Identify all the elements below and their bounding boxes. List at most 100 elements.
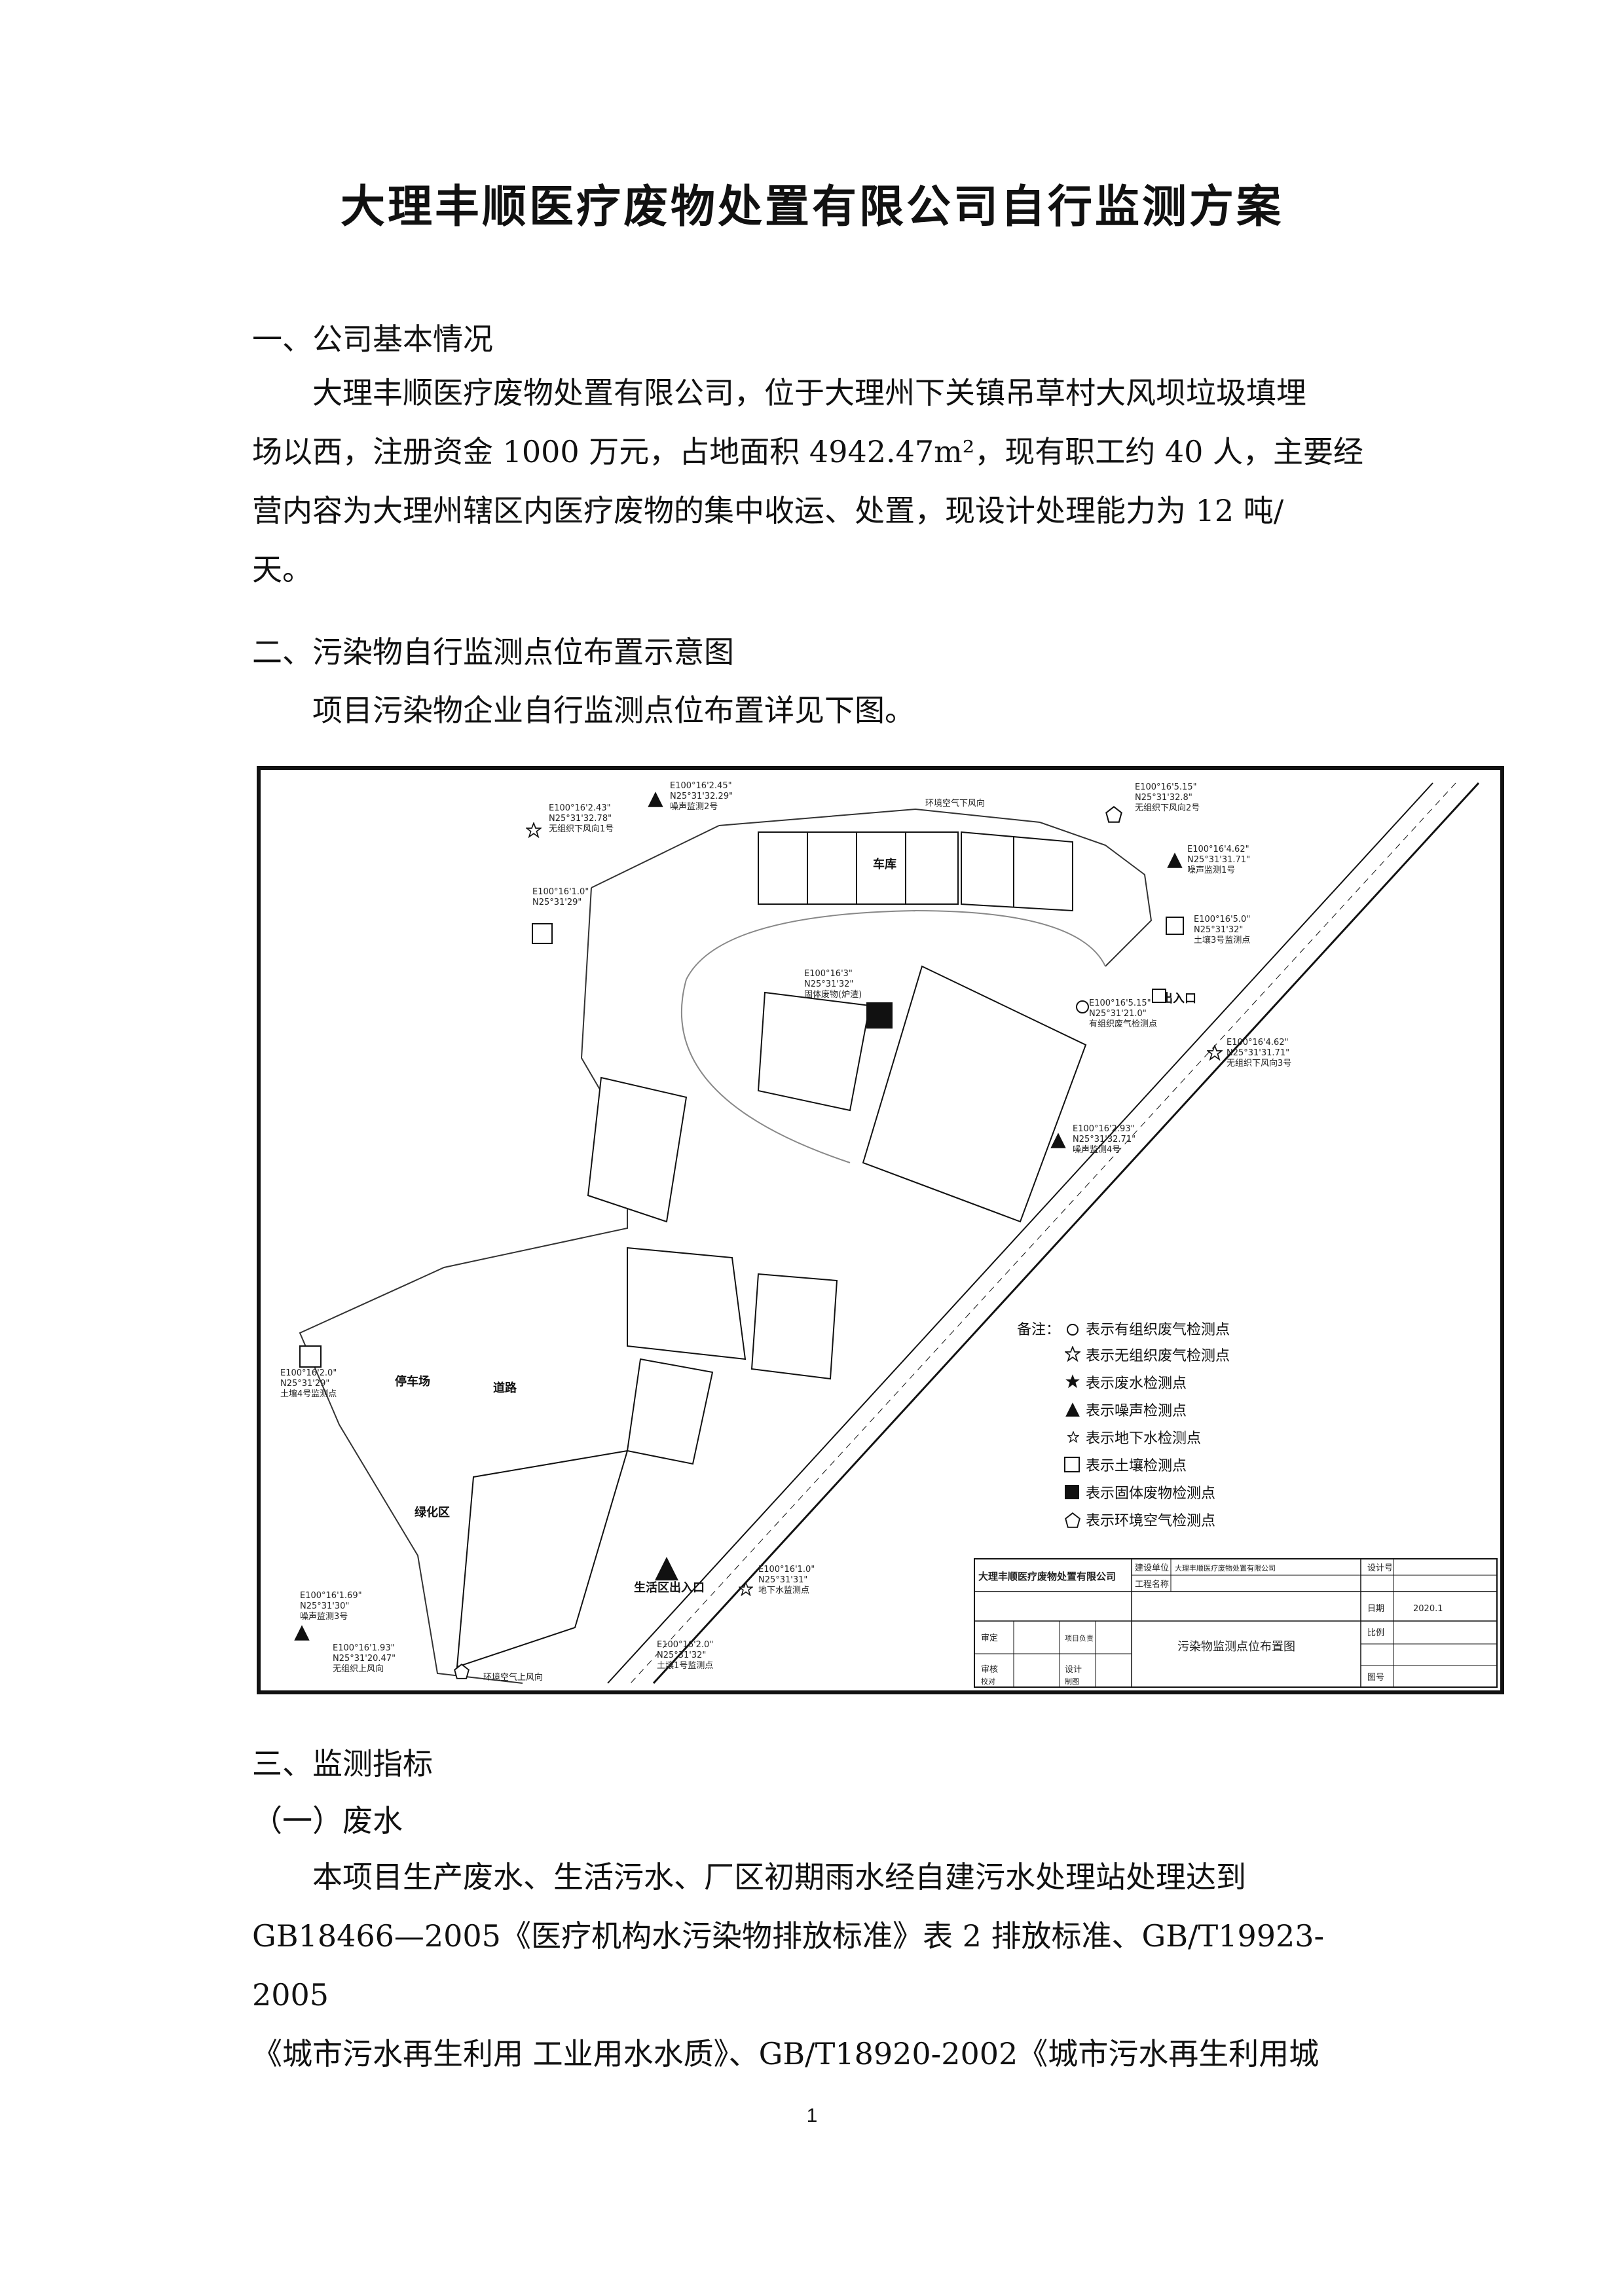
svg-text:大理丰顺医疗废物处置有限公司: 大理丰顺医疗废物处置有限公司 xyxy=(978,1571,1116,1582)
svg-text:N25°31'32": N25°31'32" xyxy=(804,979,853,989)
noise-point-icon xyxy=(655,1557,678,1580)
section2-body: 项目污染物企业自行监测点位布置详见下图。 xyxy=(252,681,1378,740)
section3-line3: 《城市污水再生利用 工业用水水质》、GB/T18920-2002《城市污水再生利… xyxy=(252,2036,1320,2071)
svg-text:E100°16'5.15": E100°16'5.15" xyxy=(1135,782,1197,792)
map-label-parking: 停车场 xyxy=(395,1374,430,1389)
point-2: E100°16'2.43" N25°31'32.78" 无组织下风向1号 xyxy=(526,803,614,838)
section2-heading: 二、污染物自行监测点位布置示意图 xyxy=(252,634,734,670)
section1-line1: 大理丰顺医疗废物处置有限公司，位于大理州下关镇吊草村大风坝垃圾填埋 xyxy=(312,375,1306,410)
svg-text:E100°16'3": E100°16'3" xyxy=(804,969,853,979)
map-label-life-exit: 生活区出入口 xyxy=(634,1580,705,1595)
section1-line3: 营内容为大理州辖区内医疗废物的集中收运、处置，现设计处理能力为 12 吨/ xyxy=(252,493,1284,528)
svg-text:E100°16'1.0": E100°16'1.0" xyxy=(532,887,589,897)
svg-text:N25°31'29": N25°31'29" xyxy=(532,898,581,907)
page-number: 1 xyxy=(806,2105,818,2126)
stack-gas-icon xyxy=(1076,1000,1089,1013)
noise-point-icon xyxy=(648,792,663,807)
svg-text:表示噪声检测点: 表示噪声检测点 xyxy=(1086,1403,1187,1419)
section2-line1: 项目污染物企业自行监测点位布置详见下图。 xyxy=(312,693,915,728)
svg-text:E100°16'2.93": E100°16'2.93" xyxy=(1073,1124,1135,1134)
point-6: E100°16'5.0" N25°31'32" 土壤3号监测点 xyxy=(1166,915,1250,945)
svg-text:制图: 制图 xyxy=(1065,1677,1079,1686)
groundwater-icon xyxy=(739,1582,753,1596)
svg-text:审定: 审定 xyxy=(981,1633,998,1643)
section3-line2: GB18466—2005《医疗机构水污染物排放标准》表 2 排放标准、GB/T1… xyxy=(252,1918,1325,2013)
exit-marker xyxy=(1152,989,1166,1003)
svg-text:设计: 设计 xyxy=(1065,1665,1082,1675)
svg-text:污染物监测点位布置图: 污染物监测点位布置图 xyxy=(1177,1640,1295,1654)
svg-text:E100°16'4.62": E100°16'4.62" xyxy=(1227,1038,1289,1048)
star-icon xyxy=(1065,1374,1080,1389)
svg-text:表示地下水检测点: 表示地下水检测点 xyxy=(1086,1430,1201,1447)
section3-sub1: （一）废水 xyxy=(252,1803,403,1838)
pentagon-icon xyxy=(1065,1512,1080,1528)
buildings xyxy=(456,831,1087,1668)
point-14: E100°16'1.93" N25°31'20.47" 无组织上风向 xyxy=(333,1643,470,1679)
svg-text:表示固体废物检测点: 表示固体废物检测点 xyxy=(1086,1485,1215,1502)
point-10: E100°16'2.93" N25°31'32.71" 噪声监测4号 xyxy=(1050,1124,1135,1155)
svg-text:N25°31'29": N25°31'29" xyxy=(280,1379,329,1389)
svg-text:E100°16'5.15": E100°16'5.15" xyxy=(1089,998,1151,1008)
svg-text:N25°31'32.8": N25°31'32.8" xyxy=(1135,793,1192,803)
svg-text:地下水监测点: 地下水监测点 xyxy=(758,1586,809,1595)
svg-text:表示有组织废气检测点: 表示有组织废气检测点 xyxy=(1086,1322,1230,1338)
svg-text:E100°16'2.0": E100°16'2.0" xyxy=(280,1368,337,1378)
svg-text:N25°31'21.0": N25°31'21.0" xyxy=(1089,1009,1147,1019)
noise-point-icon xyxy=(1167,852,1183,868)
map-legend: 备注： 表示有组织废气检测点 表示无组织废气检测点 表示废水检测点 表示噪声检测… xyxy=(1017,1322,1230,1529)
svg-text:无组织上风向: 无组织上风向 xyxy=(333,1664,384,1674)
svg-text:噪声监测1号: 噪声监测1号 xyxy=(1187,866,1235,875)
map-label-exit: 出入口 xyxy=(1161,991,1196,1006)
point-15: E100°16'2.0" N25°31'32" 土壤1号监测点 xyxy=(657,1640,713,1671)
point-13: E100°16'1.69" N25°31'30" 噪声监测3号 xyxy=(294,1591,362,1641)
svg-text:大理丰顺医疗废物处置有限公司: 大理丰顺医疗废物处置有限公司 xyxy=(1175,1563,1276,1573)
section3-body: 本项目生产废水、生活污水、厂区初期雨水经自建污水处理站处理达到 GB18466—… xyxy=(252,1848,1378,2083)
map-label-green: 绿化区 xyxy=(415,1505,450,1520)
svg-text:固体废物(炉渣): 固体废物(炉渣) xyxy=(804,989,862,1000)
svg-text:表示无组织废气检测点: 表示无组织废气检测点 xyxy=(1086,1348,1230,1364)
section1-body: 大理丰顺医疗废物处置有限公司，位于大理州下关镇吊草村大风坝垃圾填埋 场以西，注册… xyxy=(252,363,1378,599)
svg-text:E100°16'2.45": E100°16'2.45" xyxy=(670,781,732,791)
point-12: E100°16'1.0" N25°31'31" 地下水监测点 xyxy=(739,1565,815,1596)
svg-text:N25°31'30": N25°31'30" xyxy=(300,1601,349,1611)
svg-text:E100°16'2.43": E100°16'2.43" xyxy=(549,803,611,813)
svg-text:N25°31'32": N25°31'32" xyxy=(657,1650,706,1660)
svg-text:工程名称: 工程名称 xyxy=(1135,1579,1169,1590)
svg-text:表示废水检测点: 表示废水检测点 xyxy=(1086,1376,1187,1392)
map-label-ambient: 环境空气上风向 xyxy=(483,1672,543,1683)
fugitive-gas-icon xyxy=(526,822,542,838)
monitoring-site-map: 车库 停车场 道路 绿化区 出入口 生活区出入口 环境空气下风向 环境空气上风向… xyxy=(257,766,1504,1694)
section3-line1: 本项目生产废水、生活污水、厂区初期雨水经自建污水处理站处理达到 xyxy=(312,1859,1246,1895)
svg-text:图号: 图号 xyxy=(1367,1673,1384,1683)
svg-text:土壤4号监测点: 土壤4号监测点 xyxy=(280,1389,337,1399)
point-8: E100°16'5.15" N25°31'21.0" 有组织废气检测点 xyxy=(1076,998,1157,1029)
svg-text:备注：: 备注： xyxy=(1017,1322,1060,1338)
svg-text:土壤3号监测点: 土壤3号监测点 xyxy=(1194,935,1250,945)
svg-text:E100°16'1.69": E100°16'1.69" xyxy=(300,1591,362,1601)
circle-icon xyxy=(1067,1324,1079,1336)
svg-text:N25°31'31.71": N25°31'31.71" xyxy=(1227,1048,1289,1058)
point-11: E100°16'2.0" N25°31'29" 土壤4号监测点 xyxy=(280,1345,337,1399)
svg-text:表示土壤检测点: 表示土壤检测点 xyxy=(1086,1458,1187,1474)
map-label-garage: 车库 xyxy=(873,857,896,871)
svg-text:表示环境空气检测点: 表示环境空气检测点 xyxy=(1086,1513,1215,1529)
svg-text:有组织废气检测点: 有组织废气检测点 xyxy=(1089,1019,1157,1029)
svg-text:N25°31'31": N25°31'31" xyxy=(758,1575,807,1585)
point-5: E100°16'1.0" N25°31'29" xyxy=(532,887,589,944)
svg-text:N25°31'32": N25°31'32" xyxy=(1194,925,1243,935)
svg-text:噪声监测4号: 噪声监测4号 xyxy=(1073,1145,1120,1155)
svg-text:建设单位: 建设单位 xyxy=(1135,1563,1169,1573)
solid-waste-icon xyxy=(866,1002,893,1029)
svg-text:无组织下风向3号: 无组织下风向3号 xyxy=(1227,1058,1291,1068)
svg-text:无组织下风向1号: 无组织下风向1号 xyxy=(549,824,614,834)
point-4: E100°16'4.62" N25°31'31.71" 噪声监测1号 xyxy=(1167,845,1250,875)
main-road xyxy=(607,782,1480,1685)
point-3: E100°16'5.15" N25°31'32.8" 无组织下风向2号 xyxy=(1105,782,1200,823)
soil-point-icon xyxy=(299,1345,322,1368)
star-small-icon xyxy=(1067,1431,1079,1443)
svg-text:项目负责: 项目负责 xyxy=(1065,1633,1094,1643)
ambient-air-icon xyxy=(1105,806,1122,823)
star-outline-icon xyxy=(1065,1346,1080,1362)
svg-text:噪声监测2号: 噪声监测2号 xyxy=(670,802,718,812)
square-filled-icon xyxy=(1065,1485,1079,1499)
